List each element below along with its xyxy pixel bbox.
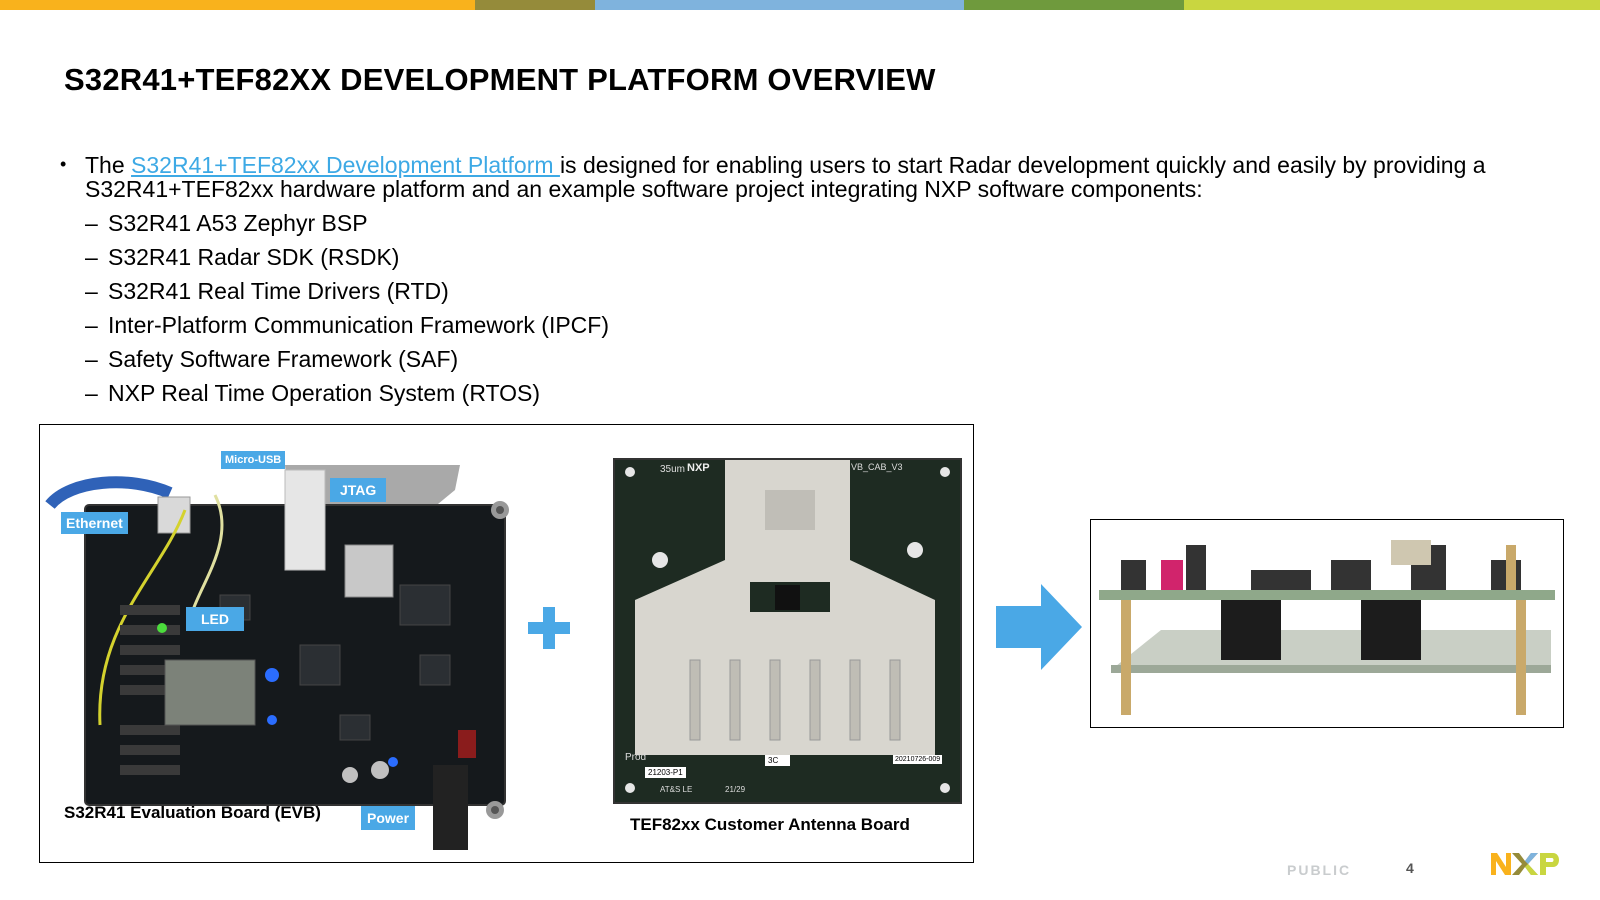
- list-item: –Inter-Platform Communication Framework …: [85, 312, 609, 338]
- list-item: –S32R41 Radar SDK (RSDK): [85, 244, 400, 270]
- page-number: 4: [1406, 860, 1414, 876]
- color-segment: [475, 0, 595, 10]
- bullet-dot-icon: •: [60, 154, 67, 174]
- antenna-label-code: 3C: [765, 755, 791, 766]
- bullet-prefix: The: [85, 152, 132, 178]
- classification-label: PUBLIC: [1287, 862, 1352, 878]
- color-segment: [1184, 0, 1600, 10]
- antenna-label-version: VB_CAB_V3: [851, 462, 903, 472]
- top-color-bar: [0, 0, 1600, 10]
- power-callout: Power: [361, 806, 416, 830]
- component-list: –S32R41 A53 Zephyr BSP –S32R41 Radar SDK…: [60, 211, 1560, 415]
- antenna-board-image: 35um NXP VB_CAB_V3 Prod 21203-P1 3C 2021…: [613, 458, 962, 804]
- antenna-label-date: 20210726-009: [893, 755, 943, 764]
- boards-figure: Micro-USB JTAG Ethernet LED Power S32R41…: [39, 424, 974, 863]
- list-item: –S32R41 Real Time Drivers (RTD): [85, 278, 449, 304]
- color-segment: [0, 0, 475, 10]
- list-item: –S32R41 A53 Zephyr BSP: [85, 210, 368, 236]
- nxp-logo: [1491, 853, 1559, 875]
- evb-board-image: [45, 465, 509, 850]
- arrow-right-icon: [996, 584, 1082, 670]
- slide-body: • The S32R41+TEF82xx Development Platfor…: [60, 153, 1560, 415]
- color-segment: [595, 0, 964, 10]
- antenna-label-logo: NXP: [687, 462, 710, 474]
- list-item: –NXP Real Time Operation System (RTOS): [85, 380, 541, 406]
- plus-icon: [528, 607, 570, 649]
- evb-caption: S32R41 Evaluation Board (EVB): [64, 803, 321, 822]
- list-item: –Safety Software Framework (SAF): [85, 346, 459, 372]
- jtag-callout: JTAG: [330, 478, 387, 502]
- antenna-caption: TEF82xx Customer Antenna Board: [630, 815, 910, 834]
- antenna-label-lot: 21203-P1: [645, 767, 686, 778]
- antenna-label-thickness: 35um: [660, 464, 686, 475]
- slide-title: S32R41+TEF82XX DEVELOPMENT PLATFORM OVER…: [64, 62, 936, 97]
- antenna-label-prod: Prod: [625, 752, 647, 763]
- micro-usb-callout: Micro-USB: [221, 451, 286, 469]
- antenna-label-maker: AT&S LE: [660, 785, 693, 794]
- bullet-suffix: is designed for enabling users to start …: [85, 152, 1486, 202]
- ethernet-callout: Ethernet: [61, 512, 128, 534]
- led-callout: LED: [186, 607, 244, 631]
- platform-link[interactable]: S32R41+TEF82xx Development Platform: [131, 152, 560, 178]
- intro-bullet: • The S32R41+TEF82xx Development Platfor…: [60, 153, 1560, 201]
- color-segment: [964, 0, 1184, 10]
- antenna-label-week: 21/29: [725, 785, 746, 794]
- assembled-platform-image: [1090, 519, 1564, 728]
